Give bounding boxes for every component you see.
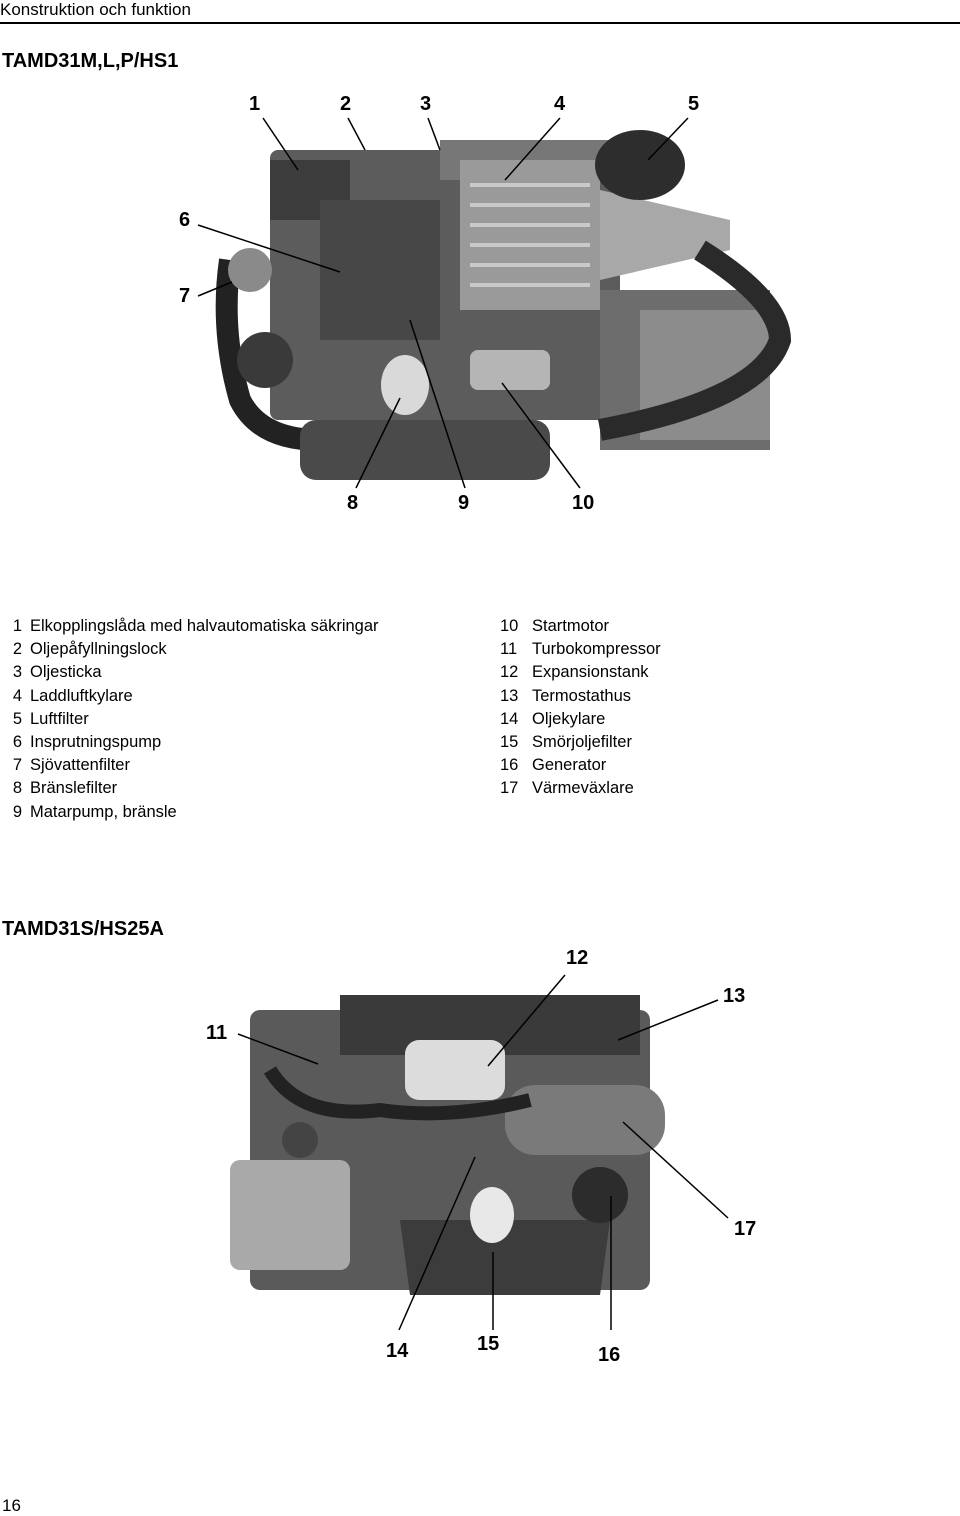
engine-photo-2 — [230, 995, 665, 1295]
callout-13: 13 — [723, 985, 746, 1007]
callout-17: 17 — [734, 1218, 757, 1240]
callout-3: 3 — [420, 93, 432, 115]
callout-5: 5 — [688, 93, 700, 115]
section-header: Konstruktion och funktion — [0, 0, 191, 19]
figure1-leader-lines — [197, 117, 689, 489]
figure2-title: TAMD31S/HS25A — [2, 918, 164, 940]
figure2-leader-lines — [237, 974, 729, 1331]
header-rule — [0, 22, 960, 24]
page-number: 16 — [2, 1496, 21, 1515]
callout-12: 12 — [566, 947, 589, 969]
callout-7: 7 — [179, 285, 191, 307]
callout-2: 2 — [340, 93, 352, 115]
callout-16: 16 — [598, 1344, 621, 1366]
engine-photo-1 — [215, 130, 792, 480]
callout-1: 1 — [249, 93, 261, 115]
callout-11: 11 — [206, 1022, 228, 1044]
callout-14: 14 — [386, 1340, 409, 1362]
callout-4: 4 — [554, 93, 566, 115]
callout-15: 15 — [477, 1333, 500, 1355]
callout-6: 6 — [179, 209, 191, 231]
callout-8: 8 — [347, 492, 359, 514]
callout-9: 9 — [458, 492, 470, 514]
callout-10: 10 — [572, 492, 595, 514]
figure1-title: TAMD31M,L,P/HS1 — [2, 50, 179, 72]
